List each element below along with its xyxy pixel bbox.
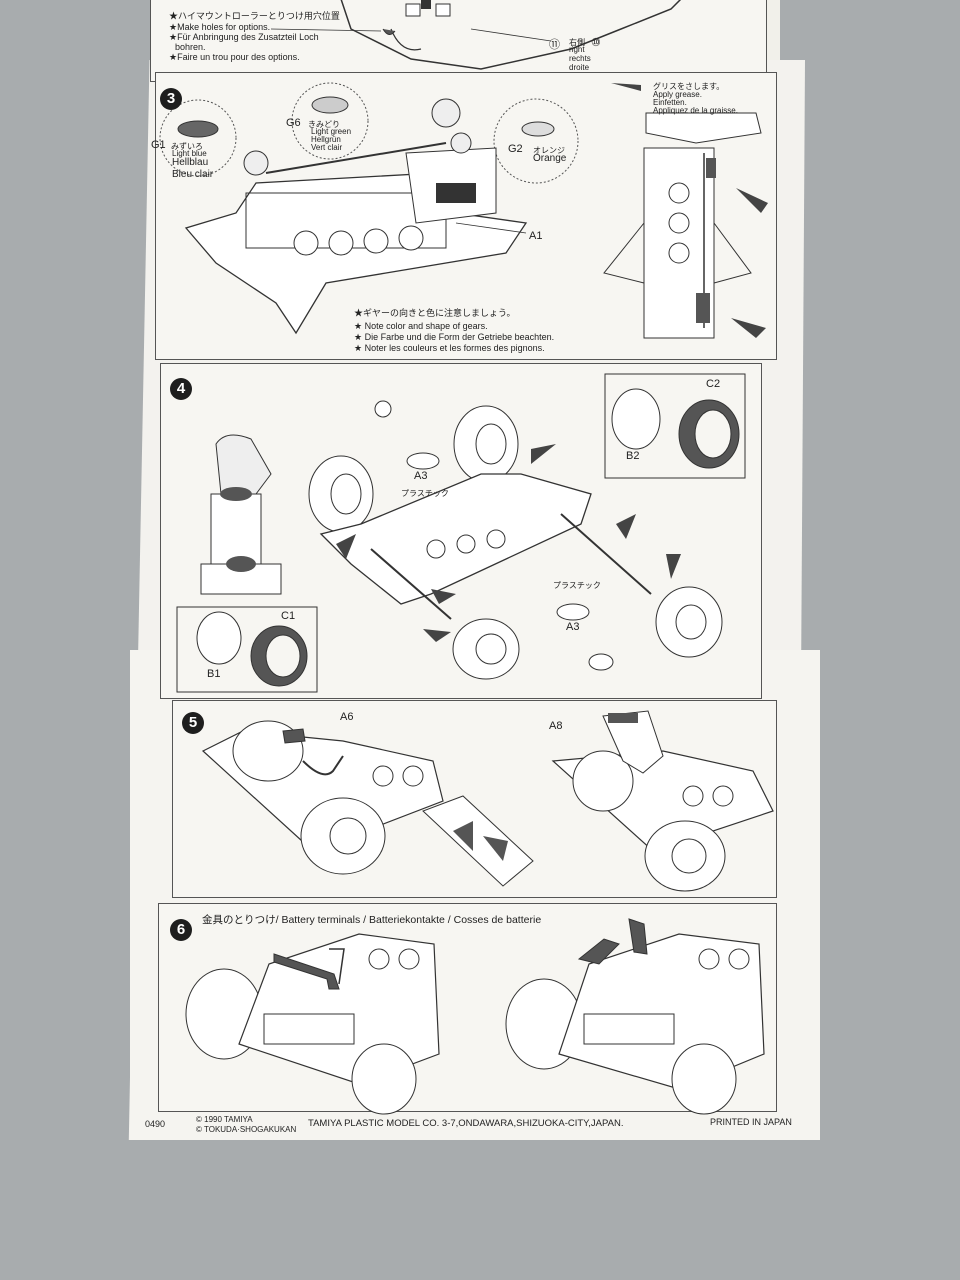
- step2-right-ja: 右側: [569, 38, 585, 47]
- a3-top-label: A3: [414, 470, 428, 482]
- step5-illustration: [201, 710, 774, 892]
- step2-right-num-b: ⑩: [591, 37, 601, 49]
- g1-ja: みずいろ: [171, 142, 203, 151]
- g6-de: Hellgrün: [311, 135, 341, 144]
- g2-code: G2: [508, 143, 523, 155]
- step6-illustration: [185, 918, 765, 1115]
- step3-note-de: ★ Die Farbe und die Form der Getriebe be…: [354, 332, 555, 342]
- grease-fr: Appliquez de la graisse.: [653, 106, 738, 115]
- grease-ja: グリスをさします。: [653, 82, 725, 91]
- step6-panel: 6 金具のとりつけ/ Battery terminals / Batteriek…: [158, 903, 777, 1115]
- step4-illustration: [176, 373, 746, 693]
- step2-right-de: rechts: [569, 54, 591, 63]
- step2-note-de2: bohren.: [175, 42, 206, 52]
- plastic-top-label: プラスチック: [401, 489, 449, 498]
- b1-label: B1: [207, 668, 221, 680]
- step2-right-num-a: ⑪: [549, 39, 560, 51]
- g1-code: G1: [151, 139, 166, 151]
- b2-label: B2: [626, 450, 640, 462]
- grease-en: Apply grease.: [653, 90, 702, 99]
- g6-code: G6: [286, 117, 301, 129]
- g6-en: Light green: [311, 127, 352, 136]
- step2-right-en: right: [569, 45, 585, 54]
- a3-bottom-label: A3: [566, 621, 580, 633]
- step3-note-fr: ★ Noter les couleurs et les formes des p…: [354, 343, 545, 353]
- c1-label: C1: [281, 610, 296, 622]
- footer-printed: PRINTED IN JAPAN: [710, 1117, 792, 1127]
- step6-number: 6: [170, 919, 192, 941]
- a6-label: A6: [340, 711, 354, 723]
- step3-note-en: ★ Note color and shape of gears.: [354, 321, 488, 331]
- step2-note-de: ★Für Anbringung des Zusatzteil Loch: [169, 32, 319, 42]
- step2-note-ja: ★ハイマウントローラーとりつけ用穴位置: [169, 11, 340, 21]
- step2-illustration: [270, 0, 682, 70]
- step2-note-en: ★Make holes for options.: [169, 22, 271, 32]
- footer-code: 0490: [145, 1119, 166, 1129]
- step4-number: 4: [170, 378, 192, 400]
- step6-title-rest: Battery terminals / Batteriekontakte / C…: [278, 914, 542, 926]
- step5-number: 5: [182, 712, 204, 734]
- g6-ja: きみどり: [308, 120, 340, 129]
- g1-de: Hellblau: [172, 157, 209, 168]
- step4-panel: 4 A3 プラスチック プラスチック A3 C2 B2 C1 B1: [160, 363, 762, 699]
- g2-ja: オレンジ: [533, 146, 565, 155]
- a8-label: A8: [549, 720, 563, 732]
- g6-fr: Vert clair: [311, 143, 343, 152]
- step3-note-ja: ★ギヤーの向きと色に注意しましょう。: [354, 308, 516, 318]
- step2-note-fr: ★Faire un trou pour des options.: [169, 52, 300, 62]
- step6-title-ja: 金具のとりつけ/: [202, 914, 279, 926]
- footer-copy1: © 1990 TAMIYA: [196, 1115, 253, 1124]
- a1-label: A1: [529, 230, 543, 242]
- step3-illustration: [159, 82, 768, 339]
- step6-title: 金具のとりつけ/ Battery terminals / Batteriekon…: [202, 915, 541, 926]
- g1-en: Light blue: [172, 149, 207, 158]
- step5-panel: 5 A6 A8: [172, 700, 777, 898]
- plastic-bottom-label: プラスチック: [553, 581, 601, 590]
- grease-de: Einfetten.: [653, 98, 687, 107]
- step3-number: 3: [160, 88, 182, 110]
- g2-en: Orange: [533, 153, 567, 164]
- footer-copy2: © TOKUDA·SHOGAKUKAN: [196, 1125, 297, 1134]
- step2-right-fr: droite: [569, 63, 590, 72]
- c2-label: C2: [706, 378, 721, 390]
- g1-fr: Bleu clair: [172, 169, 214, 180]
- step2-panel: ★ハイマウントローラーとりつけ用穴位置 ★Make holes for opti…: [150, 0, 767, 82]
- footer-company: TAMIYA PLASTIC MODEL CO. 3-7,ONDAWARA,SH…: [308, 1118, 624, 1129]
- step3-panel: 3 G1 みずいろ Light blue Hellblau Bleu clair…: [151, 72, 777, 360]
